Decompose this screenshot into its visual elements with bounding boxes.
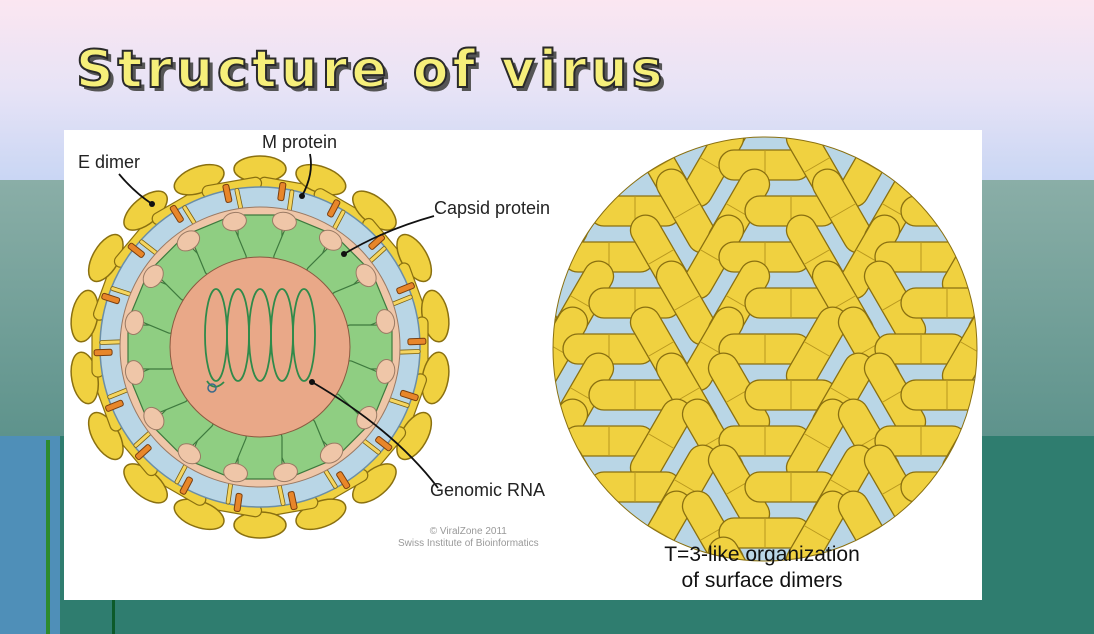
dimer-divider (518, 388, 544, 403)
arrow-head (341, 251, 347, 257)
dimer-divider (544, 250, 570, 265)
e-dimer-lobe (234, 156, 286, 182)
label-capsid-protein: Capsid protein (434, 198, 550, 219)
label-e-dimer: E dimer (78, 152, 140, 173)
dimer-divider (544, 434, 570, 449)
arrow-head (309, 379, 315, 385)
surface-dimer (745, 130, 837, 134)
e-dimer-arrow (119, 174, 152, 204)
m-protein-marker (94, 349, 112, 356)
virion-surface-view (495, 130, 982, 600)
caption-line-1: T=3-like organization (612, 542, 912, 568)
diagram-caption: T=3-like organization of surface dimers (612, 542, 912, 594)
label-m-protein: M protein (262, 132, 337, 153)
image-credit: © ViralZone 2011 Swiss Institute of Bioi… (398, 526, 539, 550)
e-dimer-lobe (234, 512, 286, 538)
surface-dimer (901, 196, 982, 226)
surface-dimer (901, 472, 982, 502)
m-protein-marker (408, 338, 426, 345)
caption-line-2: of surface dimers (612, 568, 912, 594)
credit-line-1: © ViralZone 2011 (398, 526, 539, 538)
dimer-divider (960, 434, 982, 449)
background-band-left (0, 436, 60, 634)
label-genomic-rna: Genomic RNA (430, 480, 545, 501)
decorative-line-left (46, 440, 50, 634)
dimer-divider (518, 296, 544, 311)
credit-line-2: Swiss Institute of Bioinformatics (398, 538, 539, 550)
dimer-divider (570, 480, 596, 495)
dimer-divider (960, 250, 982, 265)
virion-cross-section (67, 156, 452, 538)
arrow-head (149, 201, 155, 207)
virus-diagram-panel: E dimer M protein Capsid protein Genomic… (64, 130, 982, 600)
arrow-head (299, 193, 305, 199)
slide-title: Structure of virus (76, 40, 666, 100)
nucleocapsid-core (170, 257, 350, 437)
dimer-divider (570, 204, 596, 219)
